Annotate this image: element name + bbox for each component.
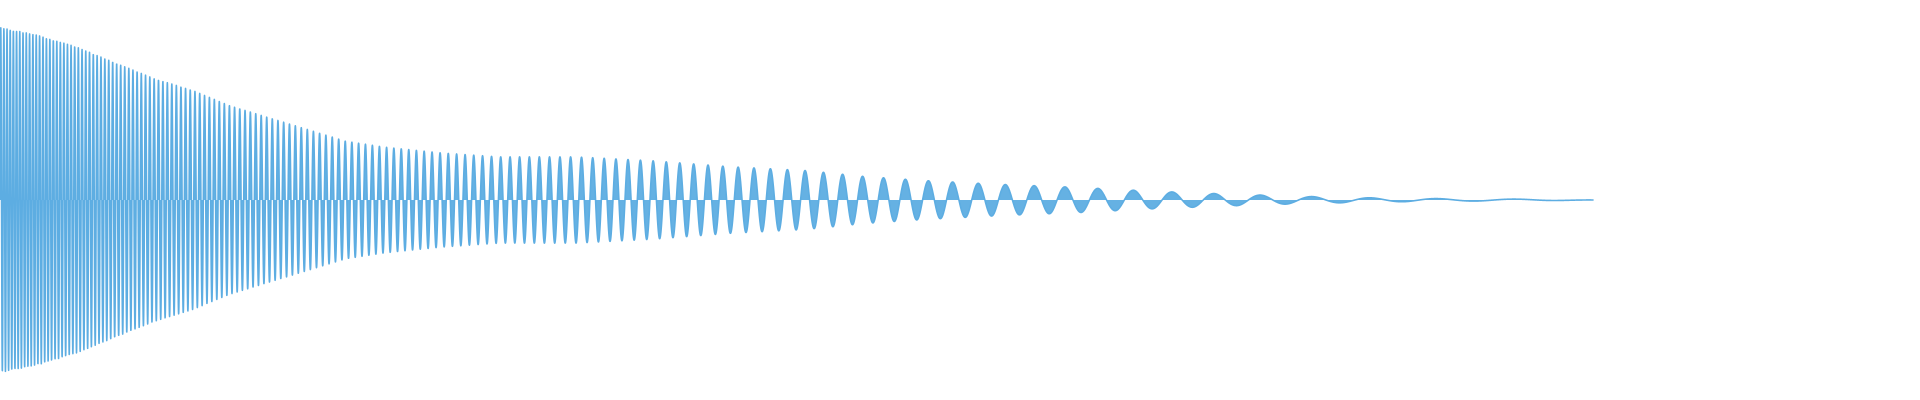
waveform-trace <box>0 27 1595 373</box>
